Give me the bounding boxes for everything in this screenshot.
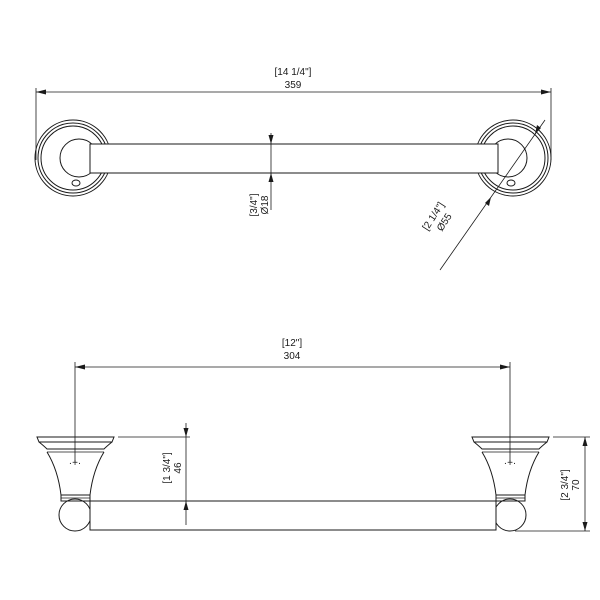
total-projection-imperial: [2 3/4"]: [560, 469, 571, 501]
bar-diameter-dimension: [3/4"] Ø18: [249, 133, 274, 217]
right-mount-mark: ·+·: [504, 458, 517, 469]
left-mount-mark: ·+·: [69, 458, 82, 469]
bar-side: [89, 500, 497, 531]
center-to-center-imperial: [12"]: [282, 338, 302, 349]
center-to-center-dimension: [12"] 304: [74, 338, 511, 462]
projection-to-bar-imperial: [1 3/4"]: [162, 452, 173, 484]
projection-to-bar-dimension: [1 3/4"] 46: [118, 423, 190, 525]
side-view: [12"] 304 ·+· ·+·: [36, 338, 590, 532]
overall-length-imperial: [14 1/4"]: [275, 67, 312, 78]
rosette-diameter-dimension: [2 1/4"] Ø55: [421, 119, 546, 271]
bar-diameter-imperial: [3/4"]: [249, 193, 260, 216]
projection-to-bar-metric: 46: [173, 462, 184, 474]
bar-top: [89, 143, 499, 174]
total-projection-dimension: [2 3/4"] 70: [515, 436, 590, 532]
center-to-center-metric: 304: [284, 351, 301, 362]
bar-diameter-metric: Ø18: [260, 195, 271, 214]
top-view: [14 1/4"] 359 [3/4"] Ø18: [34, 67, 552, 271]
total-projection-metric: 70: [571, 479, 582, 491]
overall-length-metric: 359: [285, 80, 302, 91]
